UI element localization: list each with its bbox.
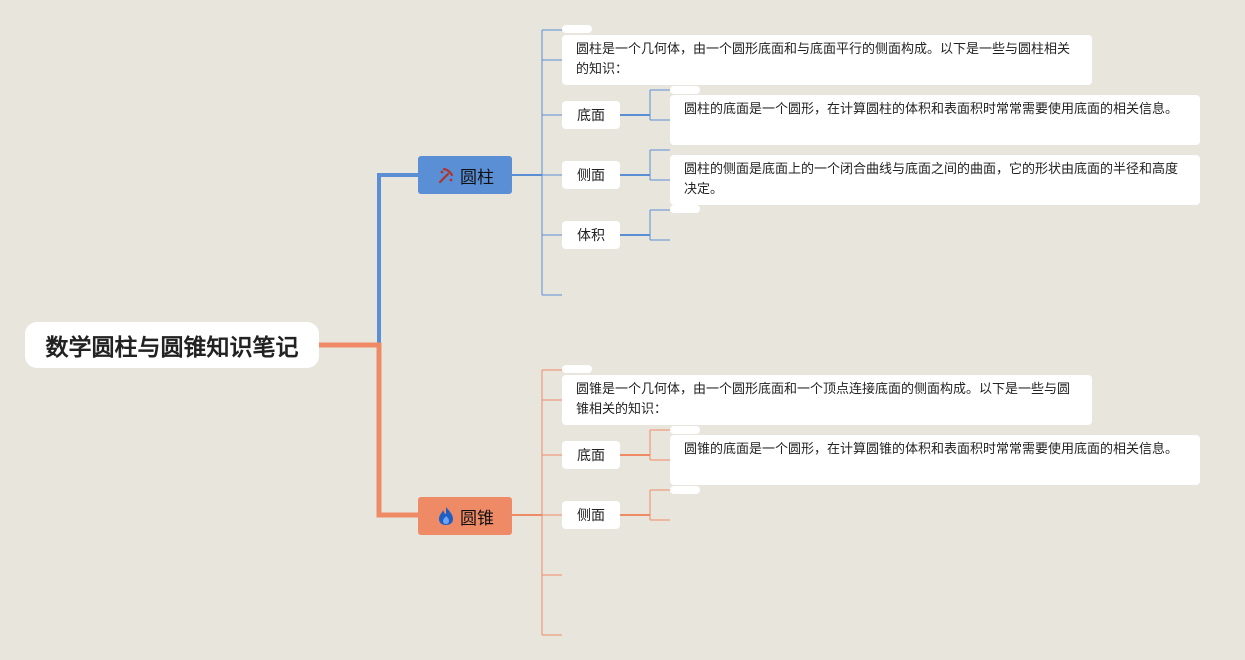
cone-topic-side[interactable]: 侧面 [562, 501, 620, 529]
cone-base-detail-text: 圆锥的底面是一个圆形，在计算圆锥的体积和表面积时常常需要使用底面的相关信息。 [684, 442, 1179, 457]
pickaxe-icon [436, 165, 456, 185]
cone-intro-card[interactable]: 圆锥是一个几何体，由一个圆形底面和一个顶点连接底面的侧面构成。以下是一些与圆锥相… [562, 375, 1092, 425]
cylinder-topic-side[interactable]: 侧面 [562, 161, 620, 189]
root-title: 数学圆柱与圆锥知识笔记 [45, 335, 299, 361]
cylinder-side-detail-card[interactable]: 圆柱的侧面是底面上的一个闭合曲线与底面之间的曲面，它的形状由底面的半径和高度决定… [670, 155, 1200, 205]
cone-topic-base-label: 底面 [577, 448, 605, 464]
cylinder-base-detail-card[interactable]: 圆柱的底面是一个圆形，在计算圆柱的体积和表面积时常常需要使用底面的相关信息。 [670, 95, 1200, 145]
branch-cylinder[interactable]: 圆柱 [418, 156, 512, 194]
cylinder-intro-text: 圆柱是一个几何体，由一个圆形底面和与底面平行的侧面构成。以下是一些与圆柱相关的知… [576, 42, 1071, 77]
root-to-cylinder-link [318, 173, 418, 347]
cylinder-base-empty-topic[interactable] [670, 86, 700, 94]
cylinder-base-detail-text: 圆柱的底面是一个圆形，在计算圆柱的体积和表面积时常常需要使用底面的相关信息。 [684, 102, 1179, 117]
cylinder-empty-topic[interactable] [562, 25, 592, 33]
cone-empty-topic[interactable] [562, 365, 592, 373]
root-to-cone-link [318, 342, 418, 518]
cone-topic-base[interactable]: 底面 [562, 441, 620, 469]
cylinder-intro-card[interactable]: 圆柱是一个几何体，由一个圆形底面和与底面平行的侧面构成。以下是一些与圆柱相关的知… [562, 35, 1092, 85]
root-topic[interactable]: 数学圆柱与圆锥知识笔记 [25, 322, 319, 368]
branch-cone[interactable]: 圆锥 [418, 497, 512, 535]
cylinder-side-detail-text: 圆柱的侧面是底面上的一个闭合曲线与底面之间的曲面，它的形状由底面的半径和高度决定… [684, 162, 1179, 197]
cone-intro-text: 圆锥是一个几何体，由一个圆形底面和一个顶点连接底面的侧面构成。以下是一些与圆锥相… [576, 382, 1071, 417]
cylinder-topic-base-label: 底面 [577, 108, 605, 124]
cone-base-empty-topic[interactable] [670, 426, 700, 434]
fire-icon [436, 506, 456, 526]
cone-base-detail-card[interactable]: 圆锥的底面是一个圆形，在计算圆锥的体积和表面积时常常需要使用底面的相关信息。 [670, 435, 1200, 485]
cylinder-topic-base[interactable]: 底面 [562, 101, 620, 129]
cone-topic-side-label: 侧面 [577, 508, 605, 524]
cylinder-topic-volume[interactable]: 体积 [562, 221, 620, 249]
cylinder-topic-side-label: 侧面 [577, 168, 605, 184]
cylinder-topic-volume-label: 体积 [577, 228, 605, 244]
branch-cone-label: 圆锥 [460, 508, 494, 529]
cone-subtree-links [512, 369, 670, 636]
cylinder-side-empty-topic[interactable] [670, 205, 700, 213]
cylinder-subtree-links [512, 29, 670, 296]
branch-cylinder-label: 圆柱 [460, 167, 494, 188]
cone-base-empty-topic-2[interactable] [670, 486, 700, 494]
